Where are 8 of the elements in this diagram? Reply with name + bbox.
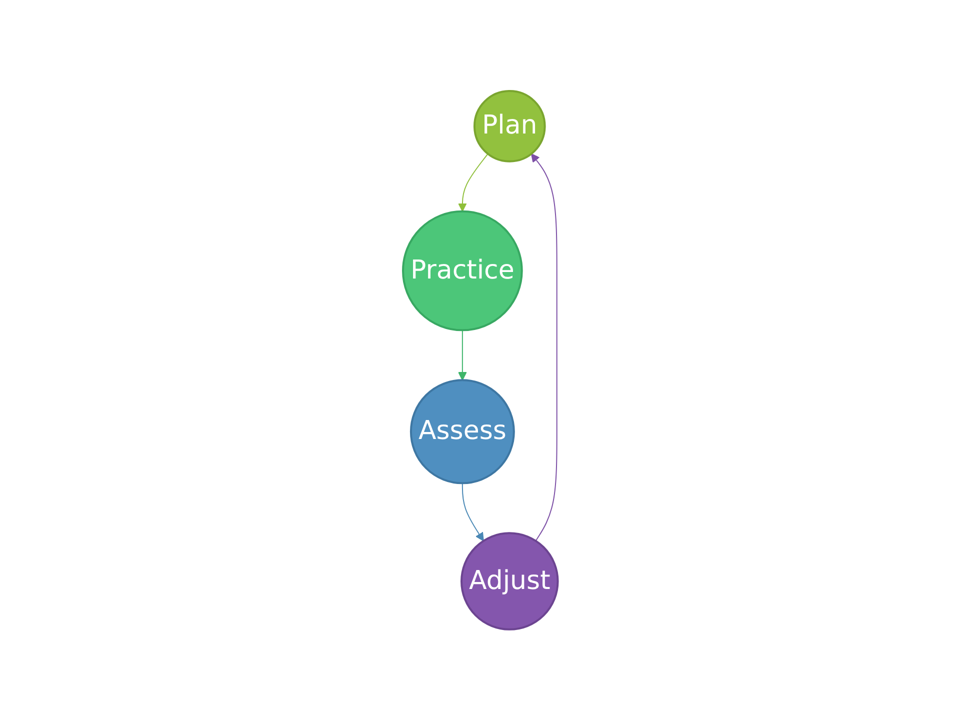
- arrow: [462, 482, 484, 542]
- arrow: [530, 153, 557, 542]
- arrow: [458, 329, 466, 380]
- node-circle: Assess: [410, 378, 515, 484]
- node-circle: Practice: [402, 210, 522, 331]
- node-circle: Adjust: [460, 532, 558, 630]
- arrow: [458, 153, 488, 212]
- node-circle: Plan: [473, 90, 546, 162]
